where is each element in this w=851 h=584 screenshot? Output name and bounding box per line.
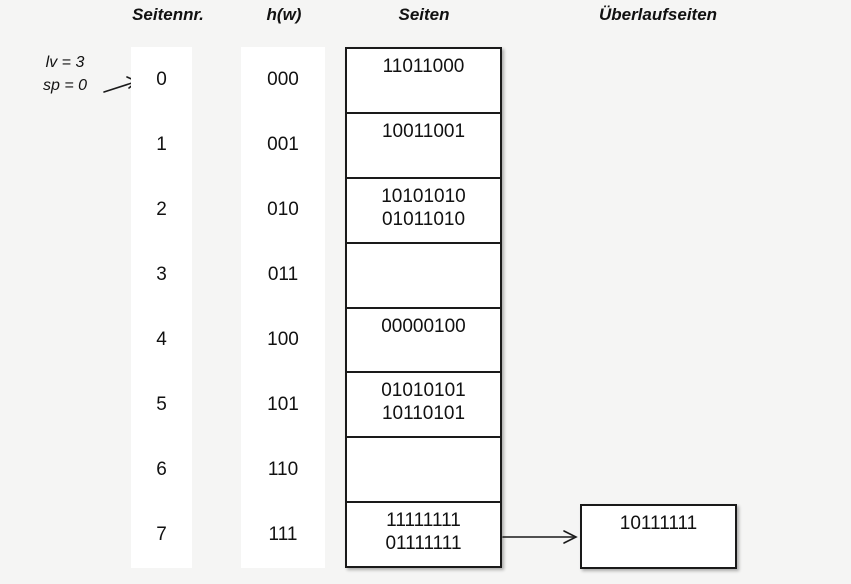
page-number-cell: 4 bbox=[156, 329, 167, 351]
page-number-cell: 1 bbox=[156, 133, 167, 155]
record-entry: 01011010 bbox=[381, 208, 466, 230]
bucket-cell: 11011000 bbox=[347, 49, 500, 114]
page-number-cell: 2 bbox=[156, 198, 167, 220]
hash-column: 000 001 010 011 100 101 110 111 bbox=[241, 47, 325, 568]
hash-value-cell: 010 bbox=[267, 198, 299, 220]
seitennr-column: 0 1 2 3 4 5 6 7 bbox=[131, 47, 192, 568]
record-entry: 01010101 bbox=[381, 380, 466, 402]
header-overflow-pages: Überlaufseiten bbox=[598, 5, 718, 24]
overflow-record-entry: 10111111 bbox=[619, 513, 698, 534]
split-pointer-value: sp = 0 bbox=[42, 77, 88, 94]
page-number-cell: 5 bbox=[156, 394, 167, 416]
overflow-arrow-icon bbox=[502, 530, 578, 544]
page-number-cell: 6 bbox=[156, 459, 167, 481]
overflow-page-box: 10111111 bbox=[580, 504, 737, 569]
record-entry: 11111111 bbox=[386, 510, 461, 532]
bucket-cell: 00000100 bbox=[347, 309, 500, 374]
record-entry: 11011000 bbox=[382, 56, 465, 77]
hash-value-cell: 101 bbox=[267, 394, 299, 416]
page-number-cell: 0 bbox=[156, 68, 167, 90]
header-pages: Seiten bbox=[398, 5, 450, 24]
page-number-cell: 7 bbox=[156, 524, 167, 546]
bucket-cell: 10011001 bbox=[347, 114, 500, 179]
record-entry: 00000100 bbox=[381, 315, 466, 337]
header-page-number: Seitennr. bbox=[132, 5, 204, 24]
page-number-cell: 3 bbox=[156, 263, 167, 285]
header-hash-function: h(w) bbox=[266, 5, 302, 24]
record-entry: 10110101 bbox=[381, 403, 466, 425]
hash-value-cell: 011 bbox=[267, 263, 299, 285]
record-entry: 10101010 bbox=[381, 185, 466, 207]
hash-value-cell: 001 bbox=[267, 133, 299, 155]
hash-value-cell: 000 bbox=[267, 68, 299, 90]
hash-value-cell: 100 bbox=[267, 329, 299, 351]
hash-value-cell: 110 bbox=[267, 459, 299, 481]
record-entry: 01111111 bbox=[385, 533, 462, 555]
record-entry: 10011001 bbox=[381, 120, 466, 142]
hash-value-cell: 111 bbox=[268, 524, 298, 546]
bucket-cell bbox=[347, 244, 500, 309]
state-annotation: lv = 3 sp = 0 bbox=[28, 51, 102, 97]
level-value: lv = 3 bbox=[45, 54, 85, 71]
bucket-cell bbox=[347, 438, 500, 504]
